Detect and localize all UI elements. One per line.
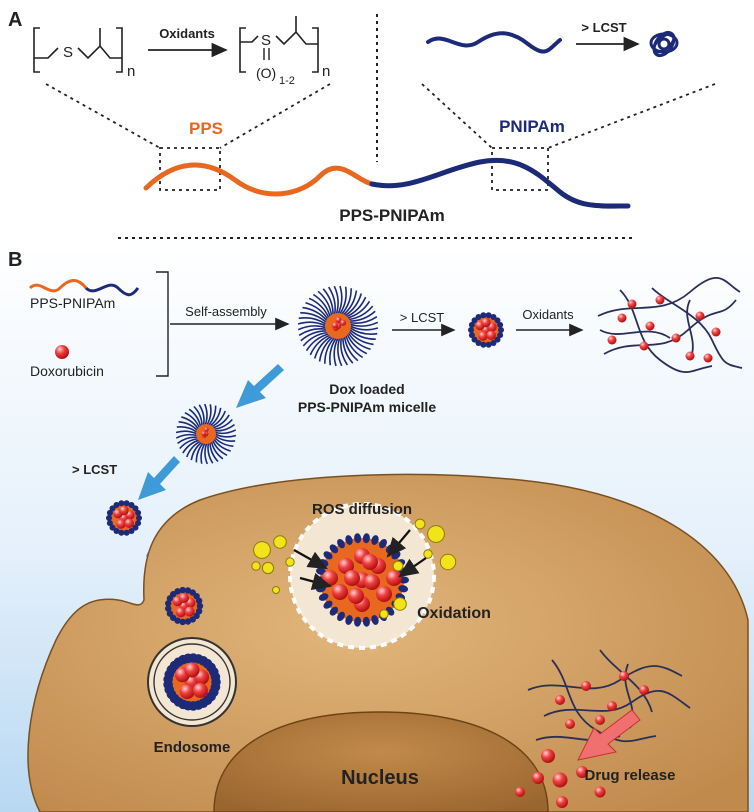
pps-label: PPS [189,119,223,138]
oxidized-pps-structure: S (O) 1-2 n [239,16,330,87]
legend-polymer-label: PPS-PNIPAm [30,295,115,311]
legend-pps-segment [28,279,88,293]
pps-reactant-structure: S n [33,27,135,80]
released-drug-top [607,295,721,363]
micelle-label-line2: PPS-PNIPAm micelle [298,399,436,415]
collapsed-micelle-top [468,312,504,348]
dox-micelle-large [297,285,379,367]
collapsed-pnipam-coil [649,30,679,58]
product-oxygen-count: 1-2 [279,75,295,87]
product-sulfur: S [261,32,271,49]
drug-release-label: Drug release [585,767,676,784]
product-oxygen: (O) [256,65,276,81]
reactant-sulfur: S [63,44,73,61]
collapsed-micelle-at-membrane [165,586,204,626]
panel-a-letter: A [8,9,22,31]
oxidants-label-a: Oxidants [159,26,215,41]
panel-b-letter: B [8,249,22,271]
collapsed-micelle-left-1 [106,500,142,536]
ros-label: ROS diffusion [312,501,412,518]
reactant-repeat-n: n [127,63,135,80]
swollen-micelle [315,533,409,627]
oxidants-label-b: Oxidants [522,307,574,322]
pnipam-label: PNIPAm [499,117,565,136]
legend-drug-label: Doxorubicin [30,363,104,379]
disassembled-micelle-top [597,277,743,373]
extended-pnipam-chain [426,31,562,54]
micelle-label-line1: Dox loaded [329,381,404,397]
released-drug-cell [515,671,649,808]
legend-bracket [156,271,169,377]
copolymer-label: PPS-PNIPAm [339,206,445,225]
legend-drug-icon [55,345,69,359]
oxidation-label: Oxidation [417,605,491,622]
nucleus [213,711,549,812]
ros-species [251,518,457,619]
ros-arrows [293,529,427,590]
zoom-guides [45,83,716,191]
pnipam-block [369,157,631,209]
pps-block [143,162,375,197]
lcst-label-a: > LCST [581,20,626,35]
blue-arrow-2 [138,456,180,500]
panel-b: B PPS-PNIPAm Doxorubicin Self-assembly D… [0,244,754,812]
nucleus-label: Nucleus [341,767,419,789]
blue-arrow-1 [236,364,284,408]
endosome-micelle [163,653,221,711]
lcst-label-left: > LCST [72,462,117,477]
drug-release-arrow [577,709,641,761]
legend-pnipam-segment [84,283,140,297]
product-repeat-n: n [322,63,330,80]
panel-a: A S n Oxidants S (O) 1-2 n [8,9,716,239]
self-assembly-label: Self-assembly [185,304,267,319]
dox-micelle-small [175,403,237,465]
lcst-label-top: > LCST [400,310,444,325]
endosome-inner-membrane [153,643,231,721]
endosome-label: Endosome [154,739,231,756]
